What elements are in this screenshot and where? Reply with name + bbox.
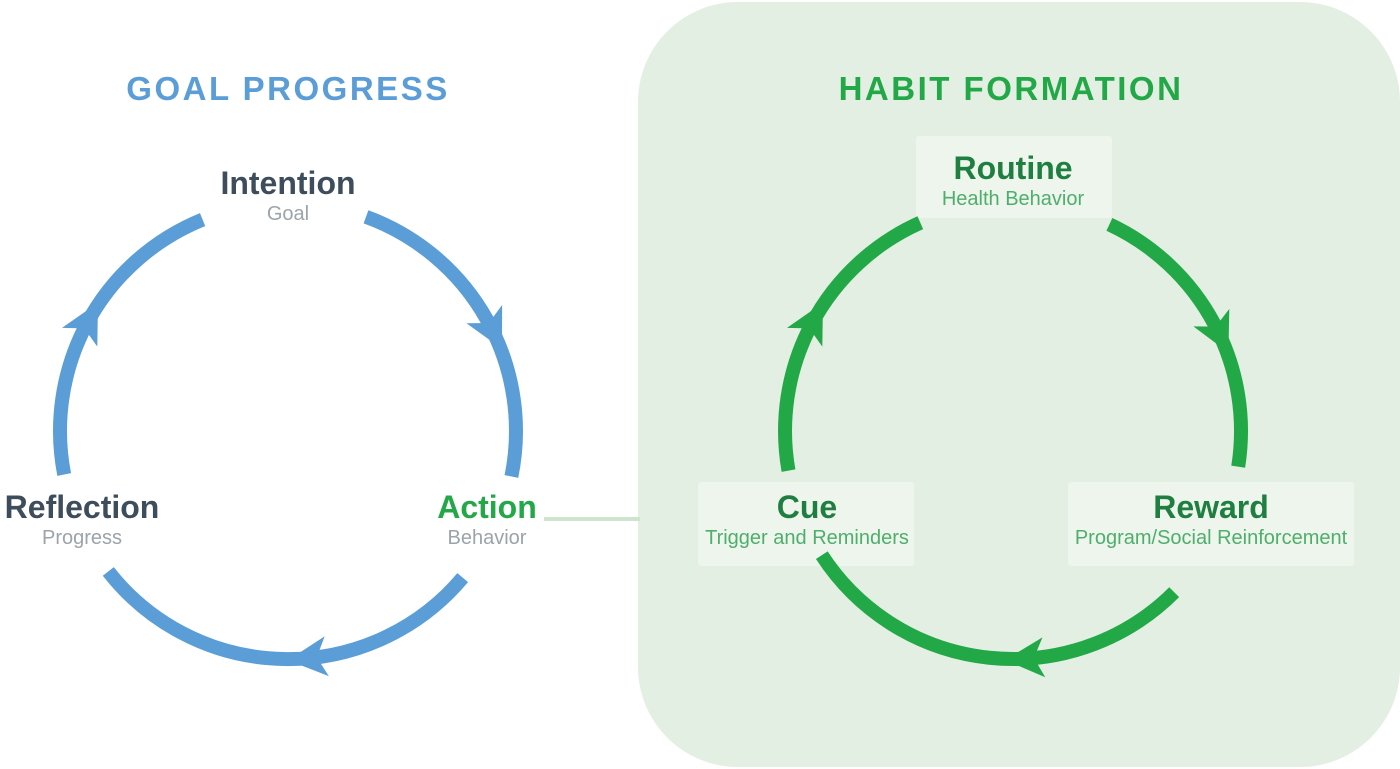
cycle-arc-segment [53, 213, 206, 476]
node-reward: Reward Program/Social Reinforcement [1075, 489, 1347, 551]
habit-formation-cycle-arc [778, 216, 1249, 678]
habit-formation-title: HABIT FORMATION [838, 70, 1184, 107]
clockwise-arrowhead-icon [1193, 308, 1230, 353]
node-intention: Intention Goal [220, 165, 355, 227]
cue-sublabel: Trigger and Reminders [705, 527, 909, 549]
reflection-sublabel: Progress [41, 527, 123, 549]
node-cue: Cue Trigger and Reminders [705, 489, 909, 551]
goal-progress-title: GOAL PROGRESS [126, 70, 450, 107]
routine-label: Routine [953, 150, 1073, 186]
cycle-arc-segment [778, 216, 924, 472]
cycle-arc-segment [363, 210, 523, 478]
cue-label: Cue [776, 489, 838, 525]
clockwise-arrowhead-icon [287, 636, 329, 677]
node-action: Action Behavior [437, 489, 537, 551]
clockwise-arrowhead-icon [786, 302, 823, 347]
intention-sublabel: Goal [266, 203, 310, 225]
reward-sublabel: Program/Social Reinforcement [1074, 527, 1348, 549]
routine-label-box [916, 136, 1112, 218]
routine-sublabel: Health Behavior [941, 188, 1085, 210]
cycle-arc-segment [102, 567, 469, 667]
node-routine: Routine Health Behavior [942, 150, 1084, 212]
cycle-arc-segment [1106, 218, 1249, 468]
reflection-label: Reflection [4, 489, 160, 525]
clockwise-arrowhead-icon [1004, 637, 1046, 678]
cycle-arc-segment [815, 551, 1180, 666]
goal-progress-cycle-arc [53, 210, 523, 677]
habit-formation-panel [638, 2, 1400, 767]
action-to-habit-connector-line [544, 517, 640, 521]
reward-label: Reward [1153, 489, 1269, 525]
intention-label: Intention [220, 165, 356, 201]
node-reflection: Reflection Progress [5, 489, 160, 551]
clockwise-arrowhead-icon [466, 305, 503, 349]
clockwise-arrowhead-icon [61, 302, 98, 347]
reward-label-box [1068, 482, 1354, 566]
action-sublabel: Behavior [447, 527, 527, 549]
cue-label-box [698, 482, 914, 566]
action-label: Action [437, 489, 537, 525]
